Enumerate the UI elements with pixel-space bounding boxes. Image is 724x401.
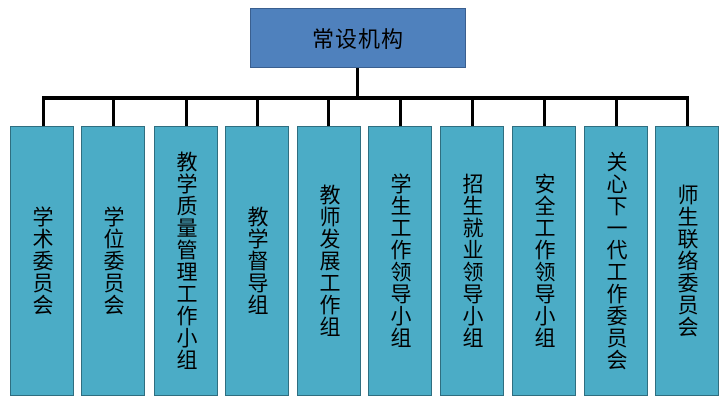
child-connector (399, 96, 402, 127)
child-node-label: 学生工作领导小组 (388, 173, 412, 349)
child-connector (42, 96, 45, 127)
child-node-label: 学术委员会 (30, 206, 54, 316)
child-node-label: 教学质量管理工作小组 (174, 151, 198, 371)
child-node-admission-employment-group: 招生就业领导小组 (440, 126, 504, 396)
child-node-academic-committee: 学术委员会 (10, 126, 74, 396)
child-connector (185, 96, 188, 127)
child-node-teaching-supervision-group: 教学督导组 (225, 126, 289, 396)
child-node-teaching-quality-group: 教学质量管理工作小组 (154, 126, 218, 396)
child-connector (471, 96, 474, 127)
root-node: 常设机构 (250, 8, 466, 68)
root-connector (356, 68, 359, 97)
child-connector (543, 96, 546, 127)
child-node-safety-work-group: 安全工作领导小组 (512, 126, 576, 396)
child-node-label: 安全工作领导小组 (532, 173, 556, 349)
child-connector (686, 96, 689, 127)
child-connector (615, 96, 618, 127)
child-node-teacher-development-group: 教师发展工作组 (297, 126, 361, 396)
child-node-label: 关心下一代工作委员会 (604, 151, 628, 371)
child-node-label: 师生联络委员会 (675, 184, 699, 338)
child-node-label: 学位委员会 (101, 206, 125, 316)
child-connector (256, 96, 259, 127)
child-connector (112, 96, 115, 127)
child-node-degree-committee: 学位委员会 (81, 126, 145, 396)
horizontal-connector (42, 96, 689, 100)
child-node-teacher-student-liaison-committee: 师生联络委员会 (655, 126, 719, 396)
child-node-next-generation-committee: 关心下一代工作委员会 (584, 126, 648, 396)
child-node-label: 教师发展工作组 (317, 184, 341, 338)
child-node-label: 教学督导组 (245, 206, 269, 316)
child-node-label: 招生就业领导小组 (460, 173, 484, 349)
child-node-student-work-group: 学生工作领导小组 (368, 126, 432, 396)
root-node-label: 常设机构 (311, 28, 404, 53)
child-connector (327, 96, 330, 127)
